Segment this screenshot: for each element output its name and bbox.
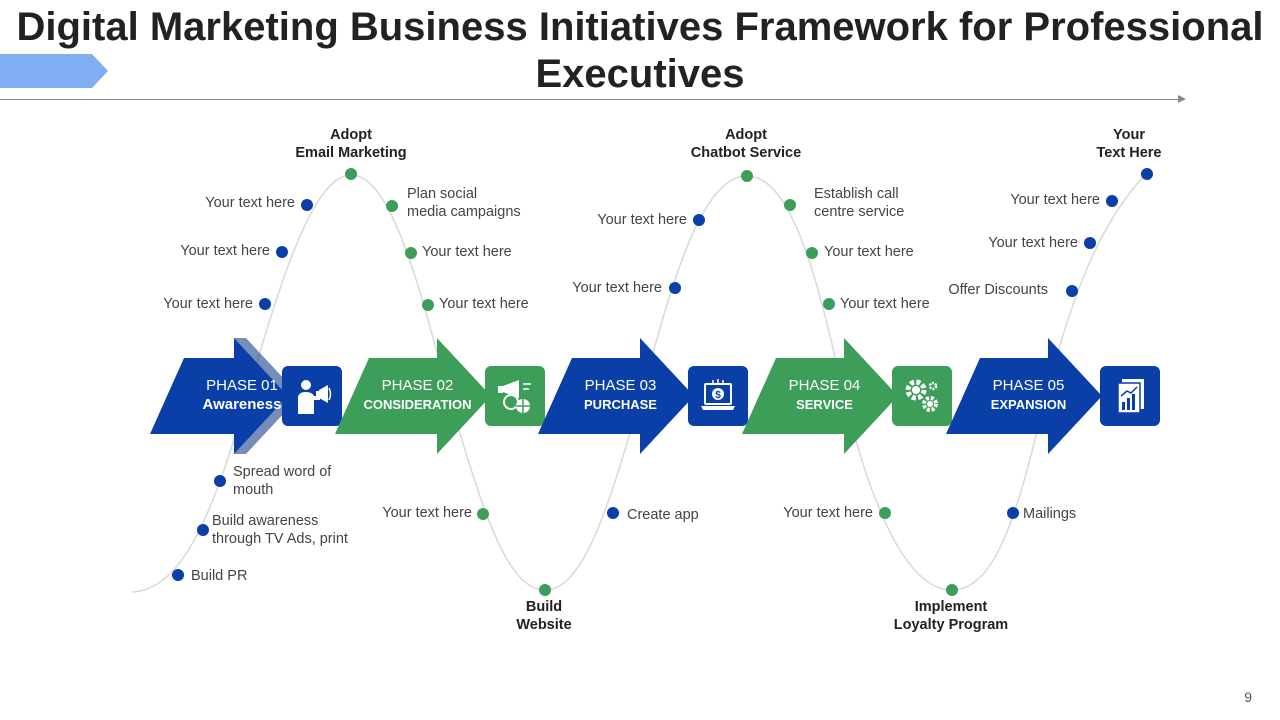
timeline-dot [197, 524, 209, 536]
phase-number: PHASE 01 [206, 377, 278, 394]
step-label: Your text here [205, 195, 295, 211]
step-label: Build PR [191, 568, 248, 584]
step-label: Your text here [422, 244, 512, 260]
timeline-dot [693, 214, 705, 226]
header-divider [0, 99, 1180, 100]
phase-icon-box [485, 366, 545, 426]
divider-arrowhead [1178, 95, 1186, 103]
phase-number: PHASE 04 [788, 377, 861, 394]
phase-name: SERVICE [796, 397, 853, 412]
timeline-dot [477, 508, 489, 520]
timeline-dot [784, 199, 796, 211]
header-accent-tag [0, 54, 108, 88]
timeline-dot [276, 246, 288, 258]
timeline-dot [1141, 168, 1153, 180]
timeline-dot [345, 168, 357, 180]
phase-number: PHASE 03 [584, 377, 657, 394]
timeline-dot [301, 199, 313, 211]
step-label: Your text here [382, 505, 472, 521]
megaphone-globe-icon [498, 380, 531, 413]
phase-icon-box: $ [688, 366, 748, 426]
step-label: Your text here [439, 296, 529, 312]
phase-name: PURCHASE [584, 397, 657, 412]
phase-01-arrow: PHASE 01 Awareness [150, 338, 350, 454]
timeline-dot [1007, 507, 1019, 519]
phase-name: Awareness [202, 396, 282, 413]
timeline-dot [539, 584, 551, 596]
timeline-dot [669, 282, 681, 294]
phase-03-arrow: PHASE 03 PURCHASE $ [538, 338, 748, 454]
page-number: 9 [1244, 689, 1252, 705]
timeline-dot [259, 298, 271, 310]
timeline-dot [806, 247, 818, 259]
page-title: Digital Marketing Business Initiatives F… [16, 5, 1264, 96]
timeline-dot [405, 247, 417, 259]
timeline-dot [607, 507, 619, 519]
timeline-dot [741, 170, 753, 182]
timeline-dot [823, 298, 835, 310]
phase-name: EXPANSION [990, 397, 1067, 412]
timeline-dot [879, 507, 891, 519]
gears-icon [905, 379, 938, 412]
step-label: Offer Discounts [948, 282, 1048, 298]
step-label: Your text here [988, 235, 1078, 251]
report-chart-icon [1117, 379, 1144, 414]
megaphone-person-icon [298, 380, 332, 414]
timeline-dot [1106, 195, 1118, 207]
svg-text:$: $ [715, 390, 721, 401]
timeline-dot [1084, 237, 1096, 249]
phase-number: PHASE 05 [992, 377, 1065, 394]
phase-number: PHASE 02 [381, 377, 454, 394]
phase-icon-box [892, 366, 952, 426]
step-label: Your text here [597, 212, 687, 228]
laptop-dollar-icon: $ [701, 379, 735, 410]
step-label: Your text here [824, 244, 914, 260]
phase-02-arrow: PHASE 02 CONSIDERATION [335, 338, 545, 454]
phase-icon-box [282, 366, 342, 426]
step-label: Your text here [1010, 192, 1100, 208]
timeline-dot [386, 200, 398, 212]
step-label: Your text here [163, 296, 253, 312]
timeline-dot [214, 475, 226, 487]
timeline-dot [172, 569, 184, 581]
step-label: Your text here [840, 296, 930, 312]
step-label: Mailings [1023, 506, 1077, 522]
phase-04-arrow: PHASE 04 SERVICE [742, 338, 952, 454]
step-label: Your text here [783, 505, 873, 521]
step-label: Your text here [180, 243, 270, 259]
phase-icon-box [1100, 366, 1160, 426]
step-label: Create app [627, 507, 699, 523]
timeline-dot [946, 584, 958, 596]
phase-name: CONSIDERATION [363, 397, 472, 412]
timeline-dot [1066, 285, 1078, 297]
timeline-dot [422, 299, 434, 311]
phase-05-arrow: PHASE 05 EXPANSION [946, 338, 1160, 454]
step-label: Your text here [572, 280, 662, 296]
